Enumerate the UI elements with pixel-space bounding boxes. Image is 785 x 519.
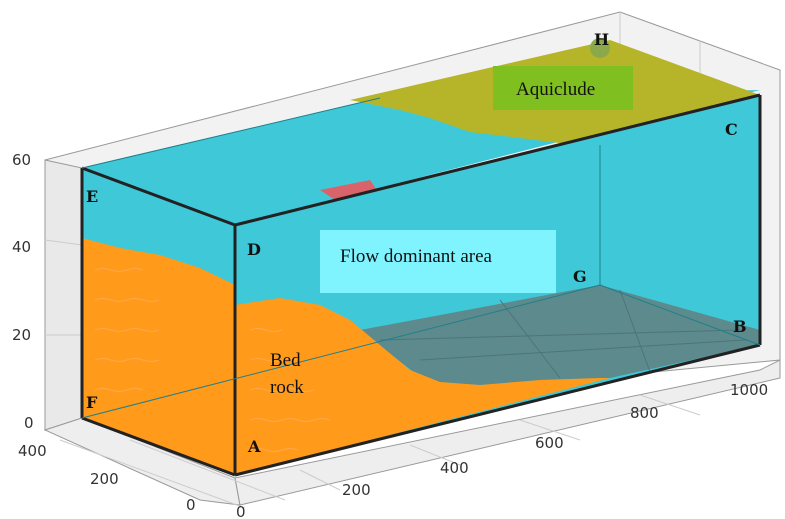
z-tick-40: 40 <box>12 238 31 256</box>
h-marker <box>590 38 610 58</box>
x-tick-200: 200 <box>342 481 371 499</box>
x-axis: 0 200 400 600 800 1000 <box>236 381 768 519</box>
z-axis: 60 40 20 0 <box>12 151 34 432</box>
bed-rock-label-line2: rock <box>270 377 304 398</box>
hidden-edges <box>81 97 761 419</box>
corner-a: A <box>247 437 261 456</box>
box-edges <box>80 93 762 477</box>
aquiclude-label: Aquiclude <box>516 79 595 100</box>
y-tick-0: 0 <box>186 496 196 514</box>
corner-c: C <box>725 120 738 139</box>
z-tick-60: 60 <box>12 151 31 169</box>
y-tick-200: 200 <box>90 470 119 488</box>
flow-area-label: Flow dominant area <box>340 246 493 267</box>
z-tick-0: 0 <box>24 414 34 432</box>
left-face <box>82 168 235 475</box>
corner-g: G <box>573 267 587 286</box>
x-tick-0: 0 <box>236 503 246 519</box>
aquiclude-label-box <box>493 66 633 110</box>
corner-h: H <box>594 30 609 49</box>
x-tick-1000: 1000 <box>730 381 768 399</box>
x-tick-400: 400 <box>440 459 469 477</box>
bed-rock-label-line1: Bed <box>270 350 301 371</box>
corner-e: E <box>86 187 98 206</box>
y-tick-400: 400 <box>18 442 47 460</box>
corner-b: B <box>733 317 747 336</box>
y-axis: 400 200 0 <box>18 442 196 514</box>
corner-d: D <box>247 240 261 259</box>
x-tick-600: 600 <box>535 434 564 452</box>
corner-f: F <box>86 393 98 412</box>
x-tick-800: 800 <box>630 404 659 422</box>
z-tick-20: 20 <box>12 326 31 344</box>
flow-area-label-box <box>320 230 556 293</box>
